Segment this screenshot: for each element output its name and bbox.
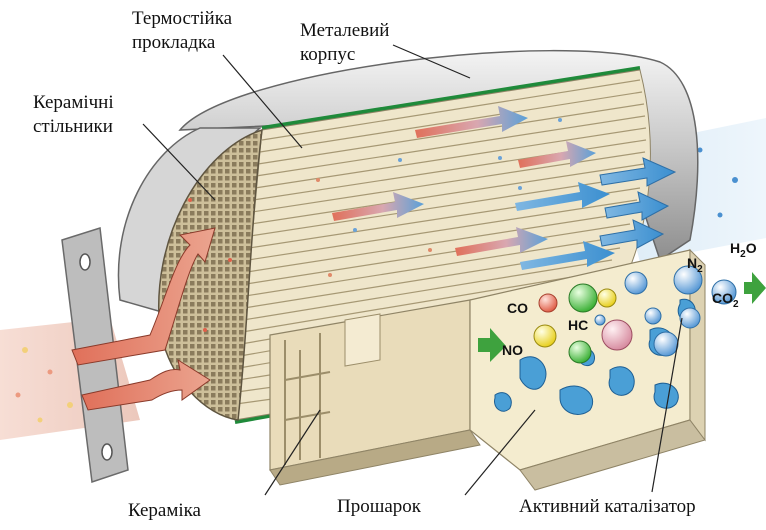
co2-subscript: 2 — [733, 299, 739, 310]
n2-label: N — [687, 255, 697, 271]
h2o-o-label: O — [746, 240, 757, 256]
co2-label: CO — [712, 290, 733, 306]
housing-label-line1: Металевий — [300, 20, 389, 42]
gasket-label-line1: Термостійка — [132, 8, 232, 30]
gasket-label-line2: прокладка — [132, 32, 215, 54]
washcoat-label: Прошарок — [337, 496, 421, 518]
co-label: CO — [507, 300, 528, 316]
n2-subscript: 2 — [697, 264, 703, 275]
ceramic-label: Кераміка — [128, 500, 201, 522]
honeycomb-label-line2: стільники — [33, 116, 113, 138]
honeycomb-label-line1: Керамічні — [33, 92, 114, 114]
catalyst-label: Активний каталізатор — [519, 496, 696, 518]
svg-text:H2O: H2O — [730, 240, 757, 260]
no-label: NO — [502, 342, 523, 358]
housing-label-line2: корпус — [300, 44, 355, 66]
hc-label: HC — [568, 317, 588, 333]
h2o-h-label: H — [730, 240, 740, 256]
